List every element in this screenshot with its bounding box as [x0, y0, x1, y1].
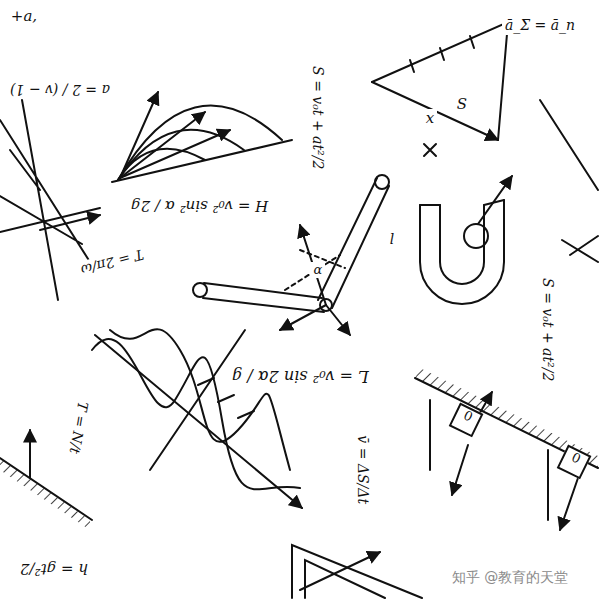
force-arrow [452, 445, 468, 495]
dashed-guide [285, 250, 345, 290]
formula-label: ā_Σ = ā_n [502, 17, 578, 34]
velocity-arrow [120, 130, 230, 178]
hatched-surface [0, 458, 90, 530]
formula-label: a = 2 / (v − 1) [7, 81, 113, 98]
edge-lines [540, 100, 598, 262]
watermark: 知乎 @教育的天堂 [449, 569, 571, 586]
formula-label: +a, [8, 7, 40, 26]
wave-axis [150, 330, 245, 470]
formula-label: H = v₀² sin² α / 2g [128, 196, 271, 215]
ground-line [112, 140, 292, 182]
formula-label: L = v₀² sin 2α / g [229, 366, 372, 386]
block-label: 0 [461, 407, 475, 424]
x-mark [424, 144, 436, 156]
sine-wave [92, 339, 300, 489]
axis-arrow [300, 225, 326, 305]
axis-arrow [326, 305, 350, 335]
magnet-outer [420, 200, 504, 304]
force-arrow [29, 430, 31, 478]
incline-guide [430, 400, 548, 520]
vector-arrow [372, 82, 498, 140]
triangle [305, 560, 385, 598]
velocity-arrow [120, 112, 205, 178]
arm [318, 178, 389, 308]
sine-wave [110, 329, 290, 470]
tick-marks [410, 36, 474, 72]
magnet-inner [440, 205, 484, 284]
force-arrow [560, 478, 578, 530]
charge [464, 224, 488, 248]
field-arrow [478, 176, 512, 224]
formula-label: v̄ = ΔS/Δt [353, 433, 370, 508]
pin [193, 283, 207, 297]
sketch-group [0, 22, 598, 598]
formula-label: h = gt²/2 [17, 559, 91, 578]
vector-triangle [372, 22, 508, 140]
arm [203, 283, 324, 312]
formula-label: S = v₀t + at²/2 [309, 63, 326, 172]
force-arrow [40, 215, 100, 230]
formula-label: l [387, 231, 397, 248]
velocity-arrow [120, 92, 158, 178]
axis-arrow [280, 305, 326, 330]
formula-label: S [454, 95, 470, 114]
block-label: 0 [569, 449, 583, 466]
triangle [292, 545, 422, 598]
parabola [118, 106, 282, 180]
formula-label: T = 2π/ω [76, 245, 148, 280]
formula-label: S = v₀t + at²/2 [539, 275, 556, 384]
incline [0, 458, 92, 520]
formula-label: T = N/t [64, 398, 91, 459]
formula-label: x [423, 109, 437, 128]
formula-label: α [311, 262, 326, 278]
vector-arrow [300, 552, 380, 590]
